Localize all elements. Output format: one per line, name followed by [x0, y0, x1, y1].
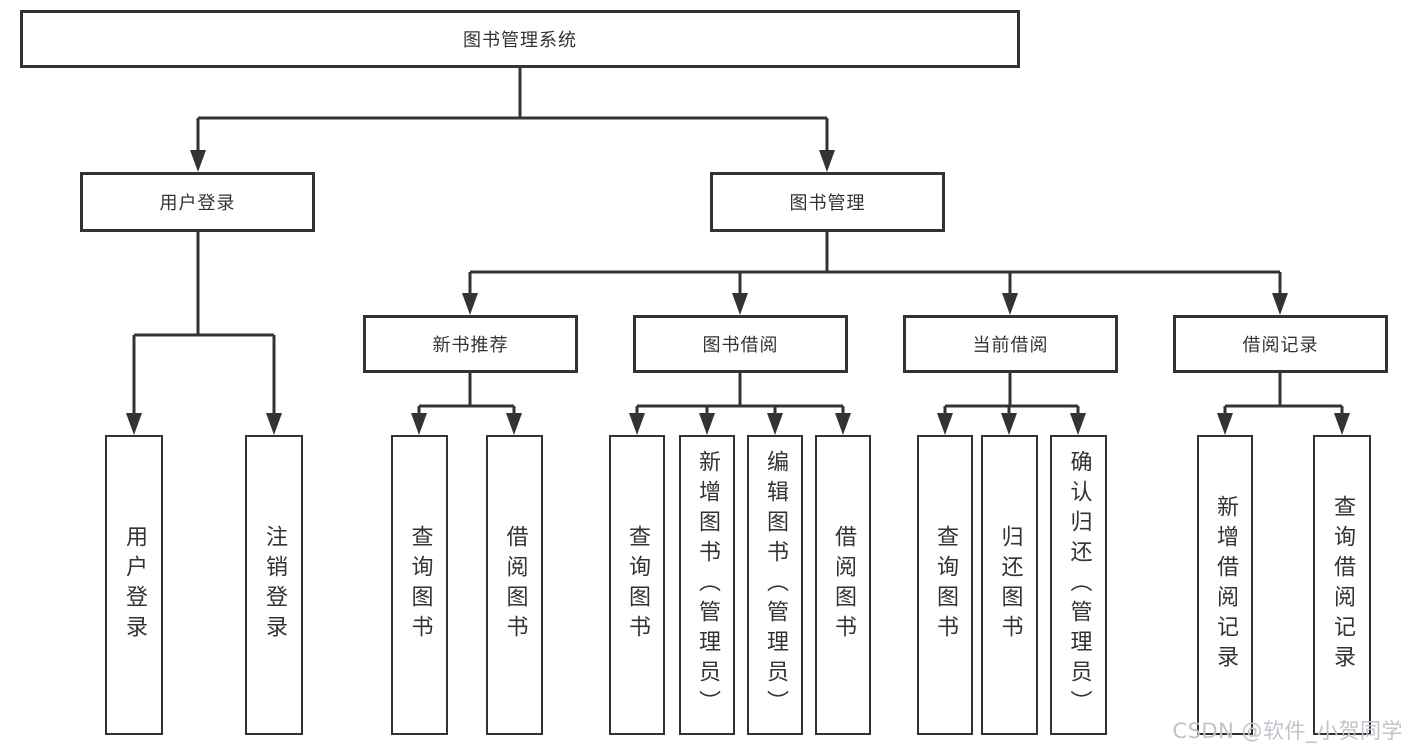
node-new-book-rec-label: 新书推荐: [432, 335, 509, 356]
connector-user-login-children: [132, 232, 276, 415]
leaf-user-login-label: 用户登录: [122, 525, 147, 645]
leaf-add-borrow-record: 新增借阅记录: [1197, 435, 1253, 735]
arrowhead-c2: [699, 413, 715, 435]
node-current-borrow-label: 当前借阅: [972, 335, 1049, 356]
leaf-confirm-return-admin-label: 确认归还（管理员）: [1066, 450, 1092, 720]
arrowhead-c3: [767, 413, 783, 435]
leaf-confirm-return-admin: 确认归还（管理员）: [1050, 435, 1107, 735]
node-book-mgmt: 图书管理: [710, 172, 945, 232]
node-new-book-rec: 新书推荐: [363, 315, 578, 373]
leaf-query-book-1-label: 查询图书: [407, 525, 433, 645]
arrowhead-d3: [1070, 413, 1086, 435]
leaf-query-book-2-label: 查询图书: [625, 525, 650, 645]
node-user-login-label: 用户登录: [159, 193, 236, 214]
leaf-borrow-book-1-label: 借阅图书: [502, 525, 528, 645]
leaf-query-borrow-record: 查询借阅记录: [1313, 435, 1371, 735]
leaf-query-book-3: 查询图书: [917, 435, 973, 735]
node-borrow-records-label: 借阅记录: [1242, 335, 1319, 356]
node-book-mgmt-label: 图书管理: [789, 193, 866, 214]
arrowhead-leaf-user-login: [126, 413, 142, 435]
node-current-borrow: 当前借阅: [903, 315, 1118, 373]
connector-borrow-records-children: [1223, 373, 1344, 415]
arrowhead-c1: [629, 413, 645, 435]
leaf-borrow-book-2: 借阅图书: [815, 435, 871, 735]
arrowhead-new-book-rec: [462, 293, 478, 315]
node-root-label: 图书管理系统: [463, 30, 577, 51]
arrowhead-e2: [1334, 413, 1350, 435]
leaf-borrow-book-2-label: 借阅图书: [831, 525, 856, 645]
arrowhead-b1: [411, 413, 427, 435]
leaf-user-login: 用户登录: [105, 435, 163, 735]
connector-root-to-level2: [196, 68, 829, 152]
leaf-return-book: 归还图书: [981, 435, 1038, 735]
arrowhead-current-borrow: [1002, 293, 1018, 315]
node-book-borrow-label: 图书借阅: [702, 335, 779, 356]
arrowhead-d2: [1001, 413, 1017, 435]
leaf-query-borrow-record-label: 查询借阅记录: [1330, 495, 1355, 675]
leaf-add-borrow-record-label: 新增借阅记录: [1213, 495, 1238, 675]
watermark: CSDN @软件_小贺同学: [1172, 719, 1403, 743]
leaf-query-book-3-label: 查询图书: [933, 525, 958, 645]
leaf-edit-book-admin-label: 编辑图书（管理员）: [763, 450, 788, 720]
leaf-edit-book-admin: 编辑图书（管理员）: [747, 435, 803, 735]
leaf-query-book-1: 查询图书: [391, 435, 448, 735]
arrowhead-b2: [506, 413, 522, 435]
arrowhead-borrow-records: [1272, 293, 1288, 315]
connector-book-mgmt-children: [468, 232, 1282, 295]
leaf-add-book-admin-label: 新增图书（管理员）: [695, 450, 720, 720]
node-user-login: 用户登录: [80, 172, 315, 232]
arrowhead-e1: [1217, 413, 1233, 435]
leaf-query-book-2: 查询图书: [609, 435, 665, 735]
leaf-return-book-label: 归还图书: [997, 525, 1023, 645]
leaf-logout-label: 注销登录: [262, 525, 287, 645]
connector-book-borrow-children: [635, 373, 845, 415]
arrowhead-leaf-logout: [266, 413, 282, 435]
arrowhead-user-login: [190, 150, 206, 172]
node-borrow-records: 借阅记录: [1173, 315, 1388, 373]
leaf-add-book-admin: 新增图书（管理员）: [679, 435, 735, 735]
leaf-borrow-book-1: 借阅图书: [486, 435, 543, 735]
arrowhead-book-mgmt: [819, 150, 835, 172]
node-root: 图书管理系统: [20, 10, 1020, 68]
arrowhead-d1: [937, 413, 953, 435]
node-book-borrow: 图书借阅: [633, 315, 848, 373]
connector-current-borrow-children: [943, 373, 1080, 415]
arrowhead-c4: [835, 413, 851, 435]
arrowhead-book-borrow: [732, 293, 748, 315]
leaf-logout: 注销登录: [245, 435, 303, 735]
connector-new-book-rec-children: [417, 373, 516, 415]
